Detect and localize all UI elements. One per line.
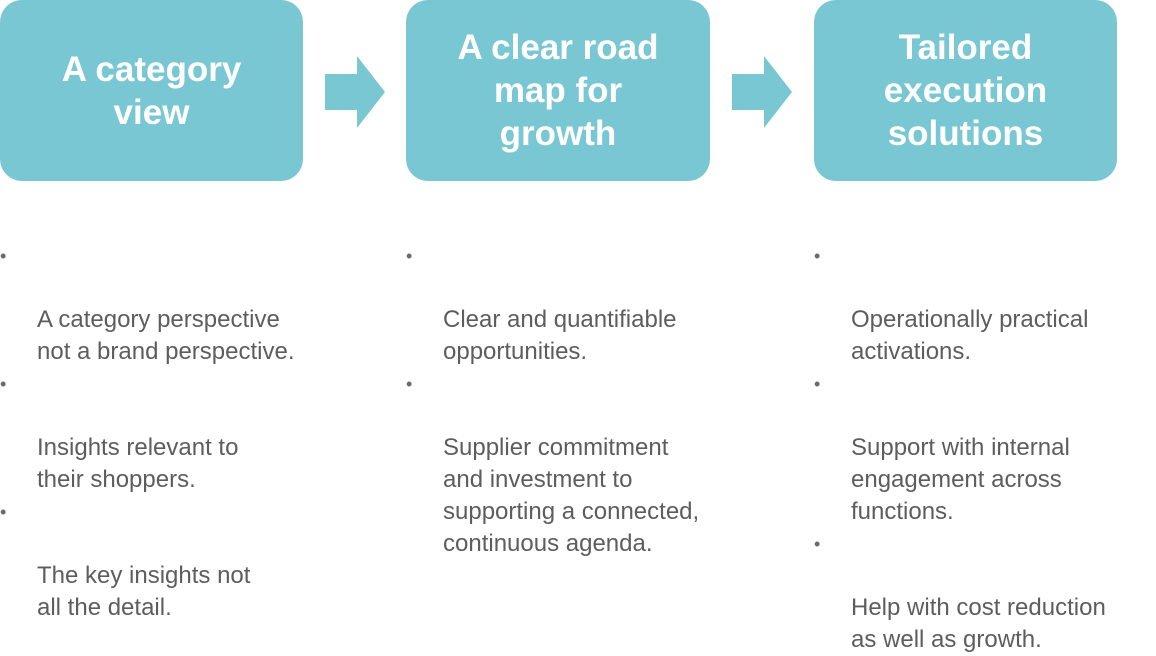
bullet-list-category-view: • A category perspective not a brand per… <box>0 240 295 624</box>
list-item-text: A category perspective not a brand persp… <box>37 306 295 365</box>
bullet-icon: • <box>814 246 821 266</box>
list-item: • Insights relevant to their shoppers. <box>0 368 295 496</box>
list-item-text: Help with cost reduction as well as grow… <box>851 594 1106 653</box>
step-box-road-map: A clear road map for growth <box>406 0 710 181</box>
list-item: • Operationally practical activations. <box>814 240 1106 368</box>
list-item: • A category perspective not a brand per… <box>0 240 295 368</box>
step-box-execution-solutions: Tailored execution solutions <box>814 0 1117 181</box>
list-item-text: Operationally practical activations. <box>851 306 1089 365</box>
arrow-right-icon <box>325 56 385 128</box>
list-item: • Supplier commitment and investment to … <box>406 368 699 560</box>
bullet-icon: • <box>406 374 413 394</box>
step-title: Tailored execution solutions <box>883 28 1048 153</box>
list-item: • Help with cost reduction as well as gr… <box>814 528 1106 656</box>
step-title: A category view <box>61 49 242 132</box>
list-item-text: Clear and quantifiable opportunities. <box>443 306 677 365</box>
list-item: • Support with internal engagement acros… <box>814 368 1106 528</box>
bullet-icon: • <box>0 502 7 522</box>
step-title: A clear road map for growth <box>457 28 659 153</box>
bullet-list-execution-solutions: • Operationally practical activations. •… <box>814 240 1106 656</box>
bullet-list-road-map: • Clear and quantifiable opportunities. … <box>406 240 699 560</box>
bullet-icon: • <box>814 374 821 394</box>
bullet-icon: • <box>0 374 7 394</box>
bullet-icon: • <box>814 534 821 554</box>
list-item: • The key insights not all the detail. <box>0 496 295 624</box>
bullet-icon: • <box>0 246 7 266</box>
bullet-icon: • <box>406 246 413 266</box>
step-box-category-view: A category view <box>0 0 303 181</box>
list-item-text: Support with internal engagement across … <box>851 434 1070 525</box>
list-item-text: Insights relevant to their shoppers. <box>37 434 239 493</box>
list-item: • Clear and quantifiable opportunities. <box>406 240 699 368</box>
arrow-right-icon <box>732 56 792 128</box>
list-item-text: The key insights not all the detail. <box>37 562 251 621</box>
